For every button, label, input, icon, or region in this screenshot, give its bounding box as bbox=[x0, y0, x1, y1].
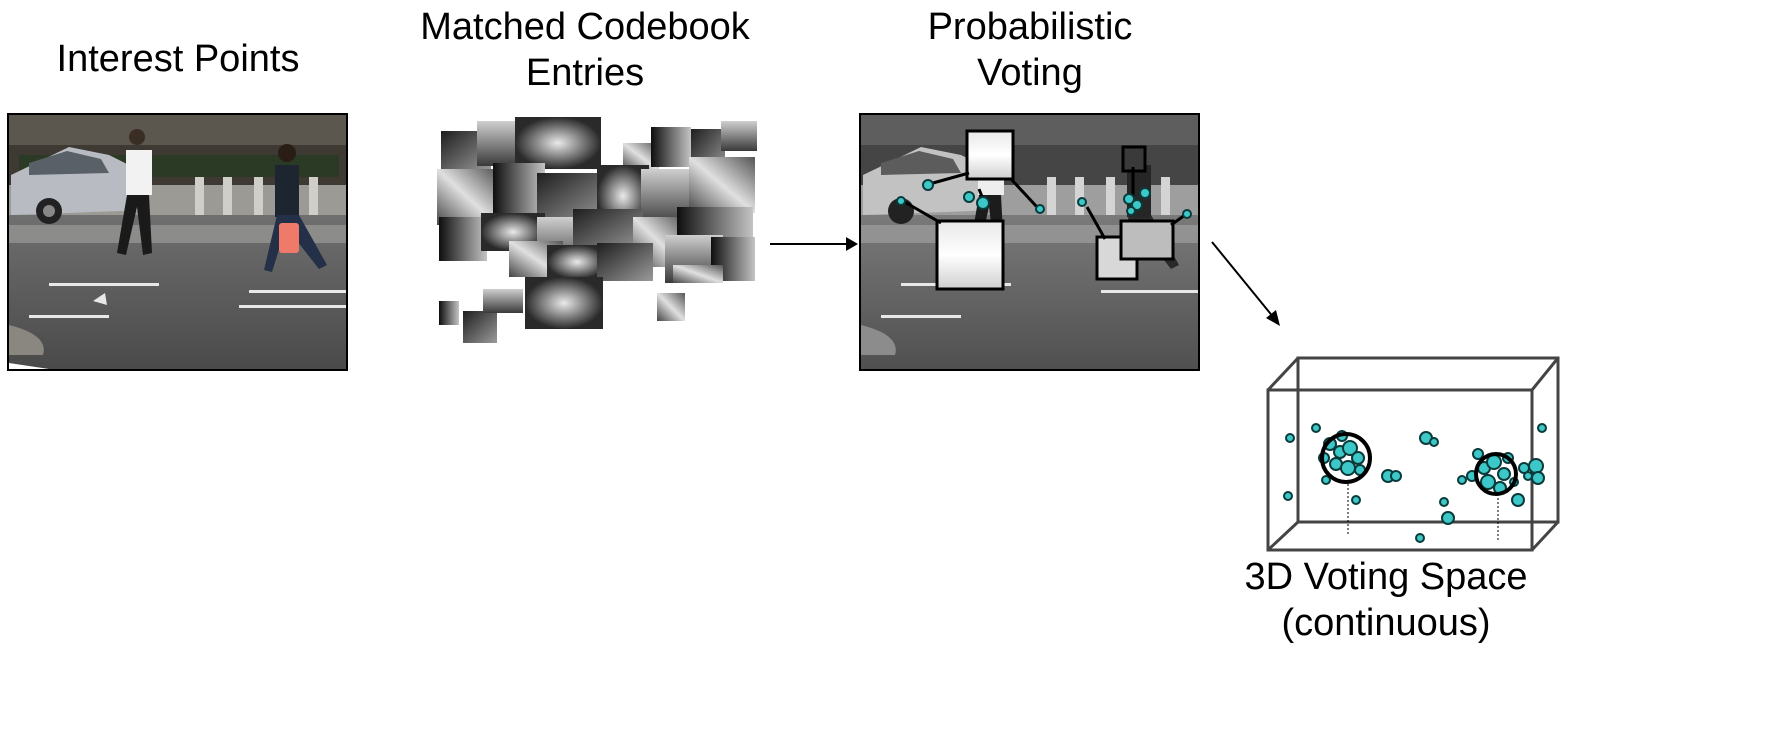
left-maximum-circle bbox=[1320, 432, 1372, 484]
arrow-voting-to-space bbox=[1211, 241, 1280, 326]
box-front-face bbox=[1266, 388, 1534, 552]
title-matched-codebook-line2: Entries bbox=[525, 52, 645, 94]
codebook-patches bbox=[437, 117, 759, 345]
title-probabilistic-voting: Probabilistic Voting bbox=[860, 4, 1200, 96]
vote-point bbox=[1123, 193, 1135, 205]
vote-point bbox=[1480, 474, 1496, 490]
vote-point bbox=[1390, 470, 1402, 482]
title-probabilistic-voting-line1: Probabilistic bbox=[927, 6, 1133, 48]
street-photo bbox=[7, 113, 348, 371]
vote-point bbox=[1472, 448, 1484, 460]
vote-point bbox=[1351, 495, 1361, 505]
vote-point bbox=[1531, 471, 1545, 485]
vote-point bbox=[1497, 467, 1511, 481]
vote-point bbox=[1285, 433, 1295, 443]
vote-point bbox=[963, 191, 975, 203]
vote-point bbox=[922, 179, 934, 191]
vote-point bbox=[1035, 204, 1045, 214]
vote-point bbox=[976, 196, 990, 210]
title-matched-codebook: Matched Codebook Entries bbox=[400, 4, 770, 96]
vote-point bbox=[1511, 493, 1525, 507]
vote-point bbox=[1340, 460, 1356, 476]
vote-point bbox=[896, 196, 906, 206]
vote-point bbox=[1528, 458, 1544, 474]
arrow-codebook-to-voting bbox=[770, 237, 858, 251]
vote-point bbox=[1311, 423, 1321, 433]
vote-point bbox=[1283, 491, 1293, 501]
title-3d-voting-space: 3D Voting Space (continuous) bbox=[1236, 554, 1536, 646]
vote-point bbox=[1139, 187, 1151, 199]
vote-point bbox=[1126, 206, 1136, 216]
vote-point bbox=[1415, 533, 1425, 543]
voting-photo bbox=[859, 113, 1200, 371]
title-matched-codebook-line1: Matched Codebook bbox=[420, 6, 750, 48]
vote-point bbox=[1457, 475, 1467, 485]
vote-point bbox=[1342, 440, 1358, 456]
vote-patch bbox=[935, 219, 1005, 291]
vote-point bbox=[1441, 511, 1455, 525]
vote-point bbox=[1523, 471, 1533, 481]
vote-point bbox=[1429, 437, 1439, 447]
vote-point bbox=[1077, 197, 1087, 207]
right-maximum-circle bbox=[1474, 452, 1518, 496]
title-3d-voting-space-line2: (continuous) bbox=[1281, 602, 1491, 644]
vote-point bbox=[1182, 209, 1192, 219]
voting-space-box bbox=[1266, 356, 1560, 552]
title-3d-voting-space-line1: 3D Voting Space bbox=[1244, 556, 1528, 598]
title-probabilistic-voting-line2: Voting bbox=[977, 52, 1083, 94]
vote-patch bbox=[1119, 219, 1175, 261]
vote-point bbox=[1439, 497, 1449, 507]
vote-point bbox=[1321, 475, 1331, 485]
vote-point bbox=[1351, 451, 1365, 465]
title-interest-points: Interest Points bbox=[56, 38, 300, 80]
vote-point bbox=[1537, 423, 1547, 433]
vote-patch bbox=[965, 129, 1015, 181]
